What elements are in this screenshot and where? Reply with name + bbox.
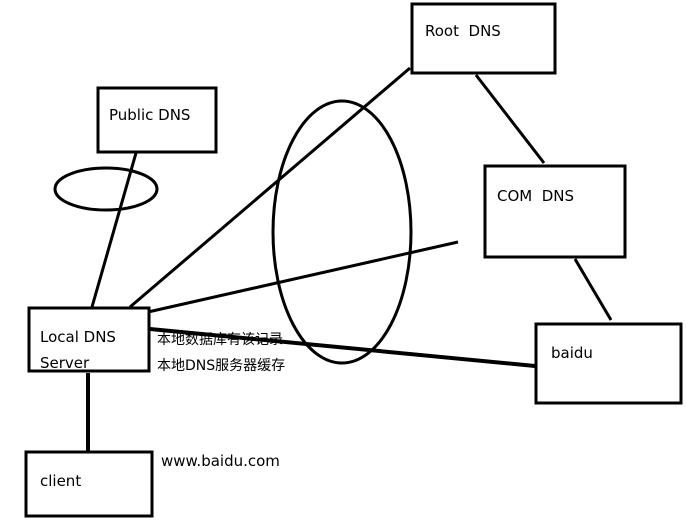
local-dns-server-box: [27, 306, 151, 373]
query-cone-ellipse: [271, 99, 413, 365]
public-dns-ellipse: [53, 166, 159, 212]
public-dns-label: Public DNS: [109, 106, 190, 124]
public-dns-box: [96, 86, 218, 154]
com-dns-box: [483, 164, 627, 259]
edge-local-to-baidu: [149, 327, 536, 368]
client-label: client: [40, 472, 81, 490]
note-dns-cache: 本地DNS服务器缓存: [157, 358, 285, 374]
note-record-in-db: 本地数据库有该记录: [157, 332, 283, 348]
edge-local-to-root: [129, 66, 411, 309]
local-dns-label-line1: Local DNS: [40, 328, 116, 346]
note-query-domain: www.baidu.com: [161, 452, 280, 470]
client-box: [24, 450, 154, 518]
edge-com-to-baidu: [573, 258, 613, 321]
local-dns-label-line2: Server: [40, 354, 90, 372]
root-dns-label: Root DNS: [425, 22, 501, 40]
com-dns-label: COM DNS: [497, 187, 574, 205]
edge-local-to-public: [90, 152, 138, 308]
baidu-label: baidu: [551, 344, 593, 362]
edge-root-to-com: [474, 74, 546, 164]
baidu-box: [534, 322, 683, 405]
edge-local-to-query: [147, 240, 459, 314]
root-dns-box: [410, 2, 557, 75]
